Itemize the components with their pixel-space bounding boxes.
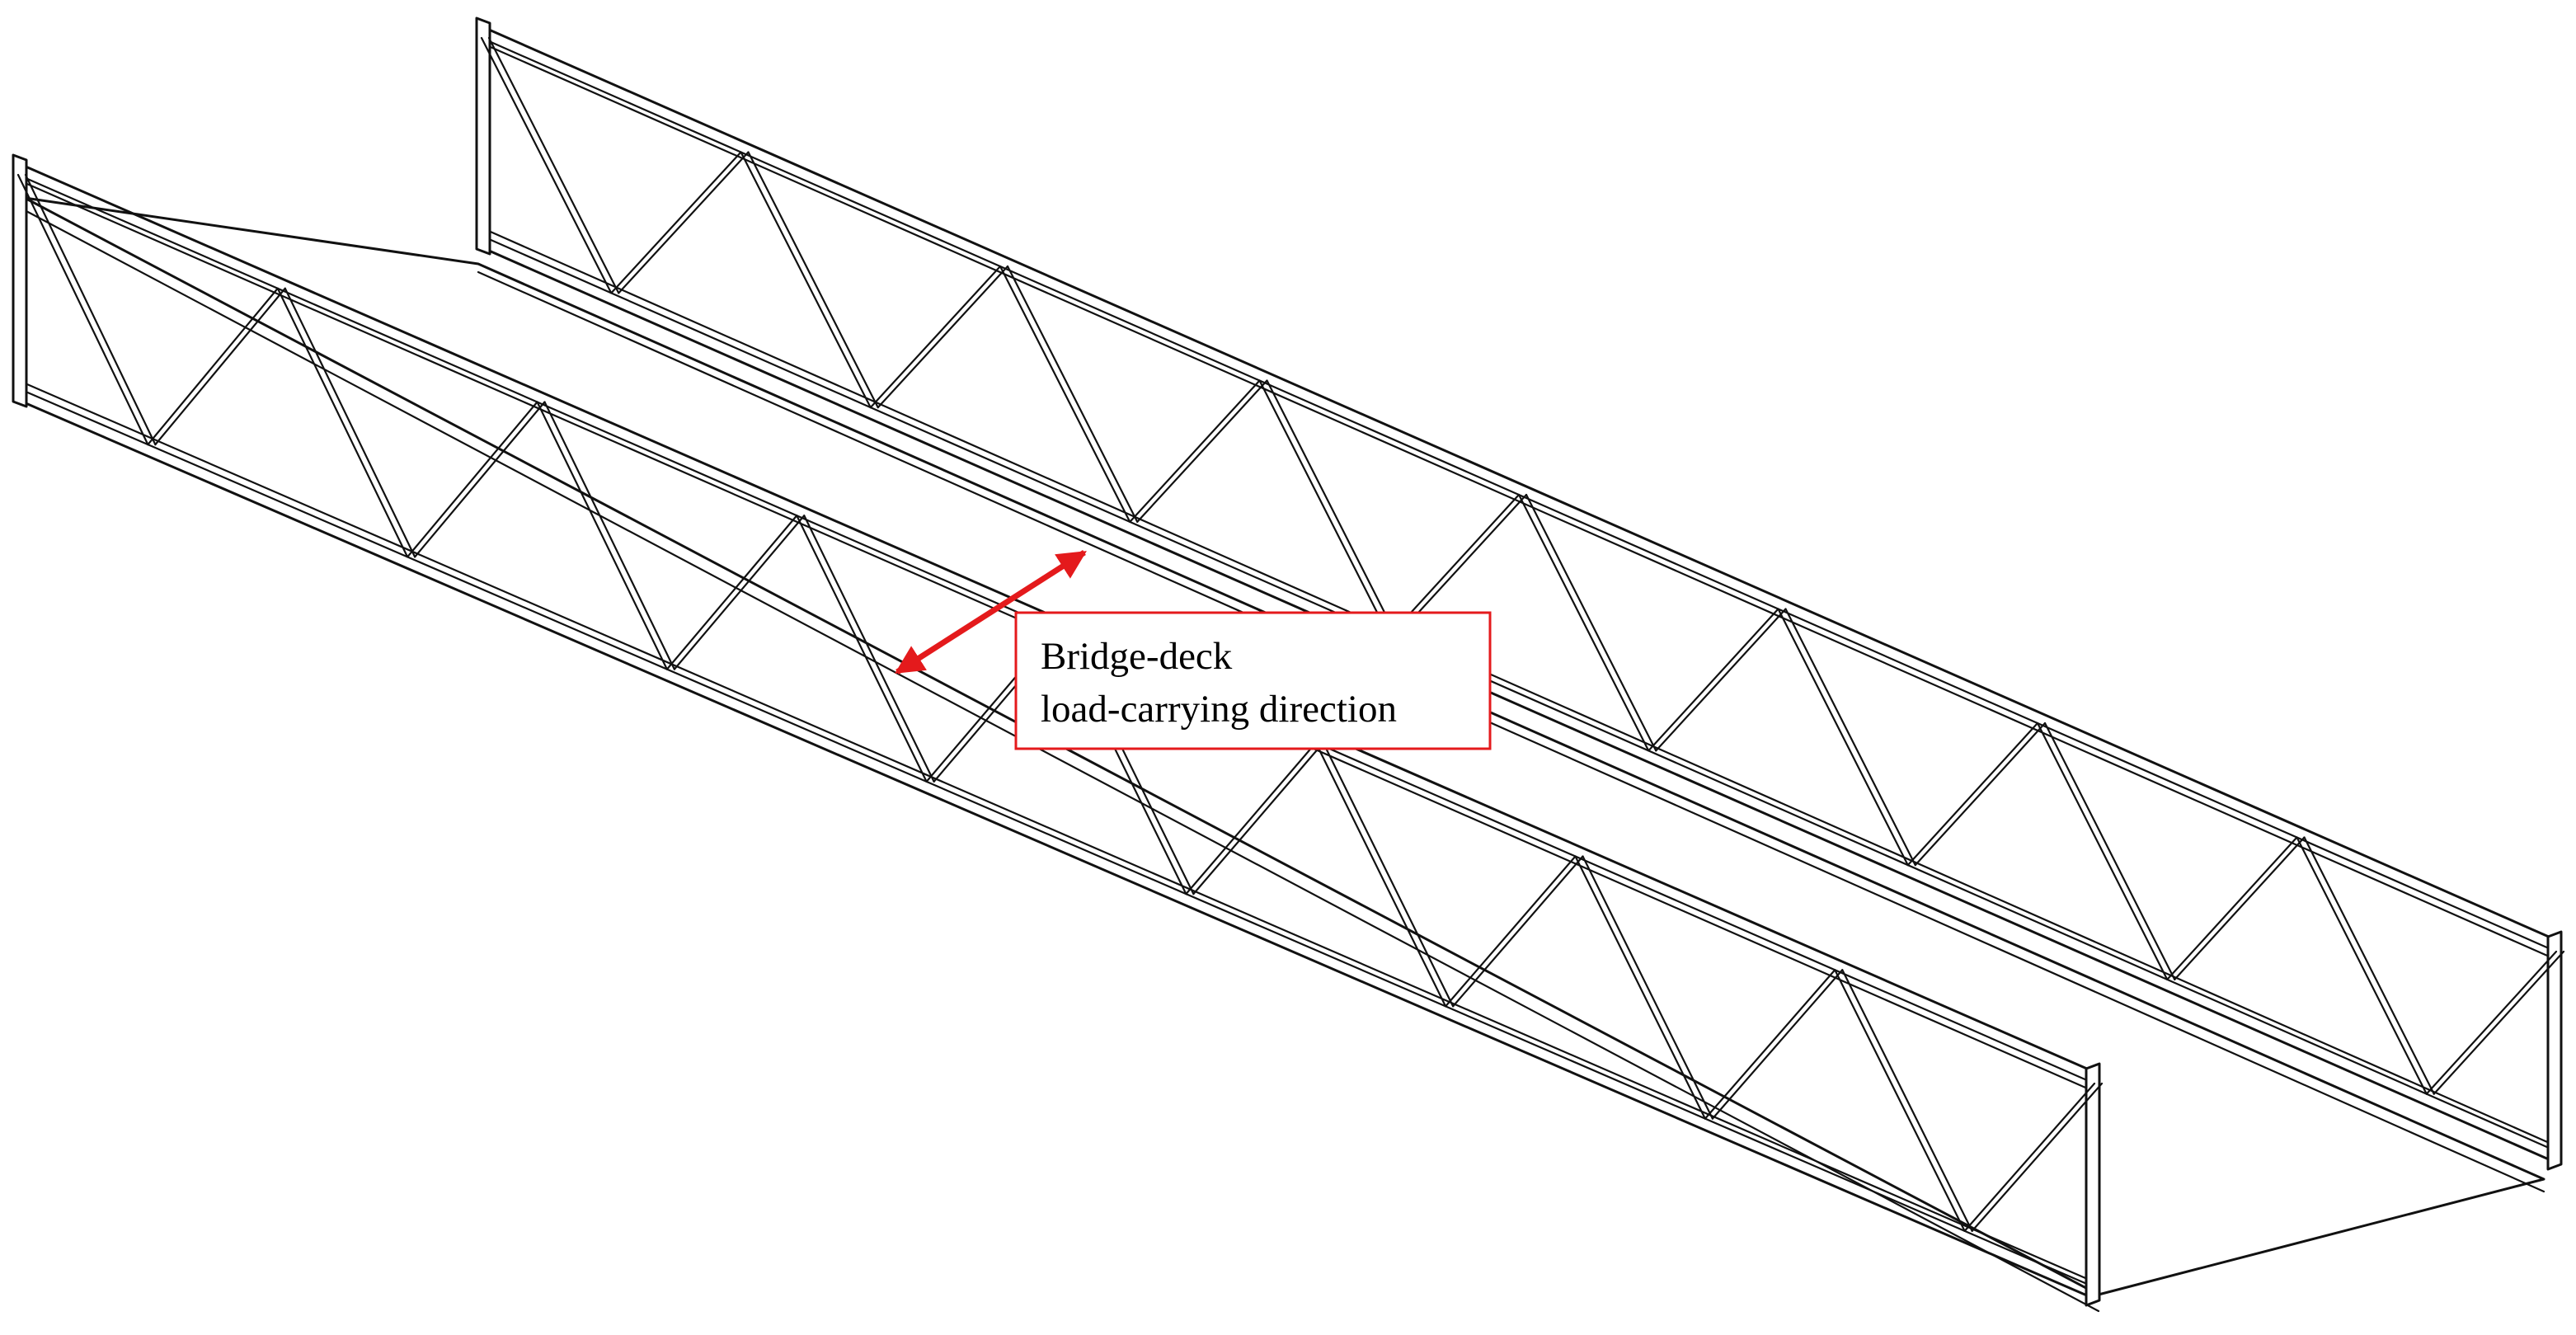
front-truss-diagonal [796, 515, 928, 783]
front-truss-diagonal [407, 401, 538, 558]
back-truss-diagonal [1784, 608, 1916, 867]
front-truss-diagonal [1971, 1082, 2104, 1232]
front-truss-diagonal [1185, 741, 1317, 895]
front-truss-diagonal [543, 401, 675, 670]
back-truss-diagonal [2166, 836, 2298, 980]
back-truss-diagonal [999, 265, 1131, 523]
back-truss-top-chord-inner [483, 43, 2555, 960]
front-truss-bottom-chord-lower [16, 398, 2096, 1300]
front-truss-diagonal [1711, 969, 1844, 1120]
back-truss-diagonal [1136, 379, 1268, 523]
back-truss-diagonal [877, 265, 1009, 409]
front-truss-diagonal [154, 287, 286, 446]
back-truss-diagonal [869, 265, 1002, 409]
front-truss-diagonal [1582, 855, 1713, 1120]
back-truss-diagonal [480, 36, 613, 294]
front-truss-diagonal [16, 173, 149, 446]
back-truss-diagonal [2296, 836, 2428, 1095]
back-truss-diagonal [1648, 608, 1779, 752]
annotation-line-2: load-carrying direction [1041, 688, 1397, 731]
back-truss-diagonal [2433, 950, 2565, 1095]
front-truss-diagonal [1452, 855, 1584, 1008]
deck-front-edge [23, 209, 2100, 1313]
back-truss-diagonal [1914, 722, 2047, 867]
back-truss-diagonal [1517, 493, 1650, 752]
back-truss-diagonal [2036, 722, 2169, 980]
back-truss-bottom-chord-upper [480, 234, 2558, 1153]
front-truss-bottom-chord-upper [16, 387, 2096, 1289]
front-truss-diagonal [24, 173, 157, 446]
back-truss-diagonal [747, 151, 879, 409]
back-truss-bottom-chord-lower [480, 246, 2558, 1164]
front-truss-diagonal [1834, 969, 1966, 1232]
front-truss-diagonal [1314, 741, 1447, 1008]
front-truss-diagonal [1704, 969, 1836, 1120]
back-truss-diagonal [1655, 608, 1787, 752]
front-truss-diagonal [1841, 969, 1973, 1232]
front-truss-diagonal [665, 515, 798, 670]
annotation-box: Bridge-deck load-carrying direction [1014, 611, 1492, 750]
back-truss-diagonal [1129, 379, 1261, 523]
back-truss-diagonal [1777, 608, 1909, 867]
back-truss [475, 16, 2565, 1171]
front-truss-diagonal [284, 287, 416, 558]
front-truss-diagonal [276, 287, 409, 558]
front-truss-diagonal [536, 401, 668, 670]
front-truss-end-post-right [2085, 1062, 2101, 1307]
front-truss-diagonal [147, 287, 279, 446]
front-truss-diagonal [1192, 741, 1324, 895]
back-truss-diagonal [2425, 950, 2558, 1095]
deck-back-edge [477, 270, 2545, 1193]
back-truss-diagonal [2303, 836, 2435, 1095]
front-truss-diagonal [673, 515, 806, 670]
front-truss-diagonal [1322, 741, 1455, 1008]
back-truss-diagonal [1266, 379, 1398, 637]
back-truss-top-chord-upper [480, 25, 2558, 942]
load-direction-arrow [895, 550, 1087, 675]
back-truss-diagonal [1525, 493, 1657, 752]
back-truss-diagonal [1258, 379, 1390, 637]
back-truss-diagonal [487, 36, 620, 294]
front-truss-diagonal [803, 515, 935, 783]
back-truss-end-post-right [2546, 930, 2563, 1171]
back-truss-bottom-chord-inner [483, 228, 2555, 1146]
front-truss-diagonal [1445, 855, 1577, 1008]
back-truss-diagonal [740, 151, 872, 409]
front-truss-bottom-chord-inner [20, 380, 2093, 1282]
front-truss-diagonal [414, 401, 546, 558]
back-truss-diagonal [618, 151, 750, 294]
back-truss-diagonal [2043, 722, 2176, 980]
back-truss-diagonal [1906, 722, 2039, 867]
back-truss-diagonal [610, 151, 742, 294]
annotation-line-1: Bridge-deck [1041, 635, 1233, 678]
back-truss-diagonal [1006, 265, 1139, 523]
back-truss-diagonal [2174, 836, 2306, 980]
back-truss-end-post-left [475, 16, 491, 256]
front-truss-end-post-left [12, 153, 28, 408]
front-truss-diagonal [1963, 1082, 2096, 1232]
front-truss-diagonal [1574, 855, 1706, 1120]
